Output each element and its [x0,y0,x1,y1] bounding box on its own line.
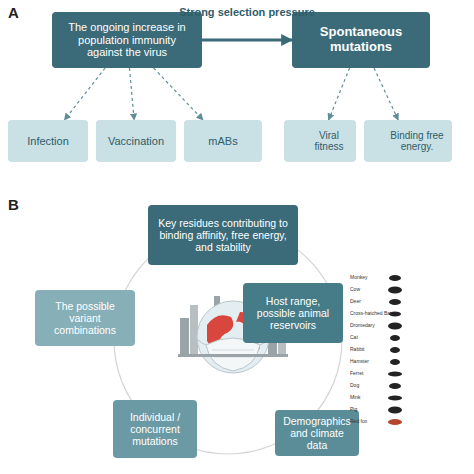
panel-letter: B [8,196,19,213]
panel-letter: A [8,4,19,21]
factor-box: Host range, possible animal reservoirs [243,283,343,343]
node-text: mABs [208,135,237,148]
animal-name: Red fox [350,418,367,424]
animal-name: Dog [350,382,359,388]
factor-box: Individual / concurrent mutations [113,400,197,458]
animal-name: Pig [350,406,357,412]
node-text: Infection [27,135,69,148]
node-text: Host range, possible animal reservoirs [249,295,337,331]
node-text: Binding free energy. [384,130,450,153]
animal-name: Ferret [350,370,363,376]
dashed-arrow [64,68,105,120]
animal-name: Hamster [350,358,369,364]
source-box: mABs [184,120,262,162]
node-text: The possible variant combinations [41,300,129,336]
animal-name: Cow [350,286,360,292]
factor-box: The possible variant combinations [35,290,135,346]
effect-box: Spontaneous mutations [292,12,430,68]
animal-name: Cat [350,334,358,340]
node-text: The ongoing increase in population immun… [60,21,194,59]
edge-label: Strong selection pressure [179,6,315,18]
node-text: Vaccination [108,135,164,148]
outcome-box: Binding free energy. [364,120,452,162]
animal-name: Rabbit [350,346,364,352]
cause-box: The ongoing increase in population immun… [52,12,202,68]
animal-name: Monkey [350,274,368,280]
node-text: Viral fitness [304,130,354,153]
node-text: Spontaneous mutations [300,25,422,55]
animal-name: Cross-hatched Bat [350,310,391,316]
factor-box: Demographics and climate data [275,410,359,456]
animal-name: Dromedary [350,322,375,328]
source-box: Infection [8,120,88,162]
dashed-arrow [374,68,398,120]
pressure-arrow [202,39,292,42]
node-text: Key residues contributing to binding aff… [156,217,290,253]
dashed-arrow [154,68,203,120]
animal-silhouettes [388,275,402,425]
node-text: Demographics and climate data [281,415,353,451]
source-box: Vaccination [96,120,176,162]
outcome-box: Viral fitness [284,120,356,162]
factor-box: Key residues contributing to binding aff… [148,205,298,265]
dashed-arrow [329,68,350,120]
animal-name: Mink [350,394,361,400]
animal-name: Deer [350,298,361,304]
node-text: Individual / concurrent mutations [119,411,191,447]
dashed-arrow [129,68,134,120]
